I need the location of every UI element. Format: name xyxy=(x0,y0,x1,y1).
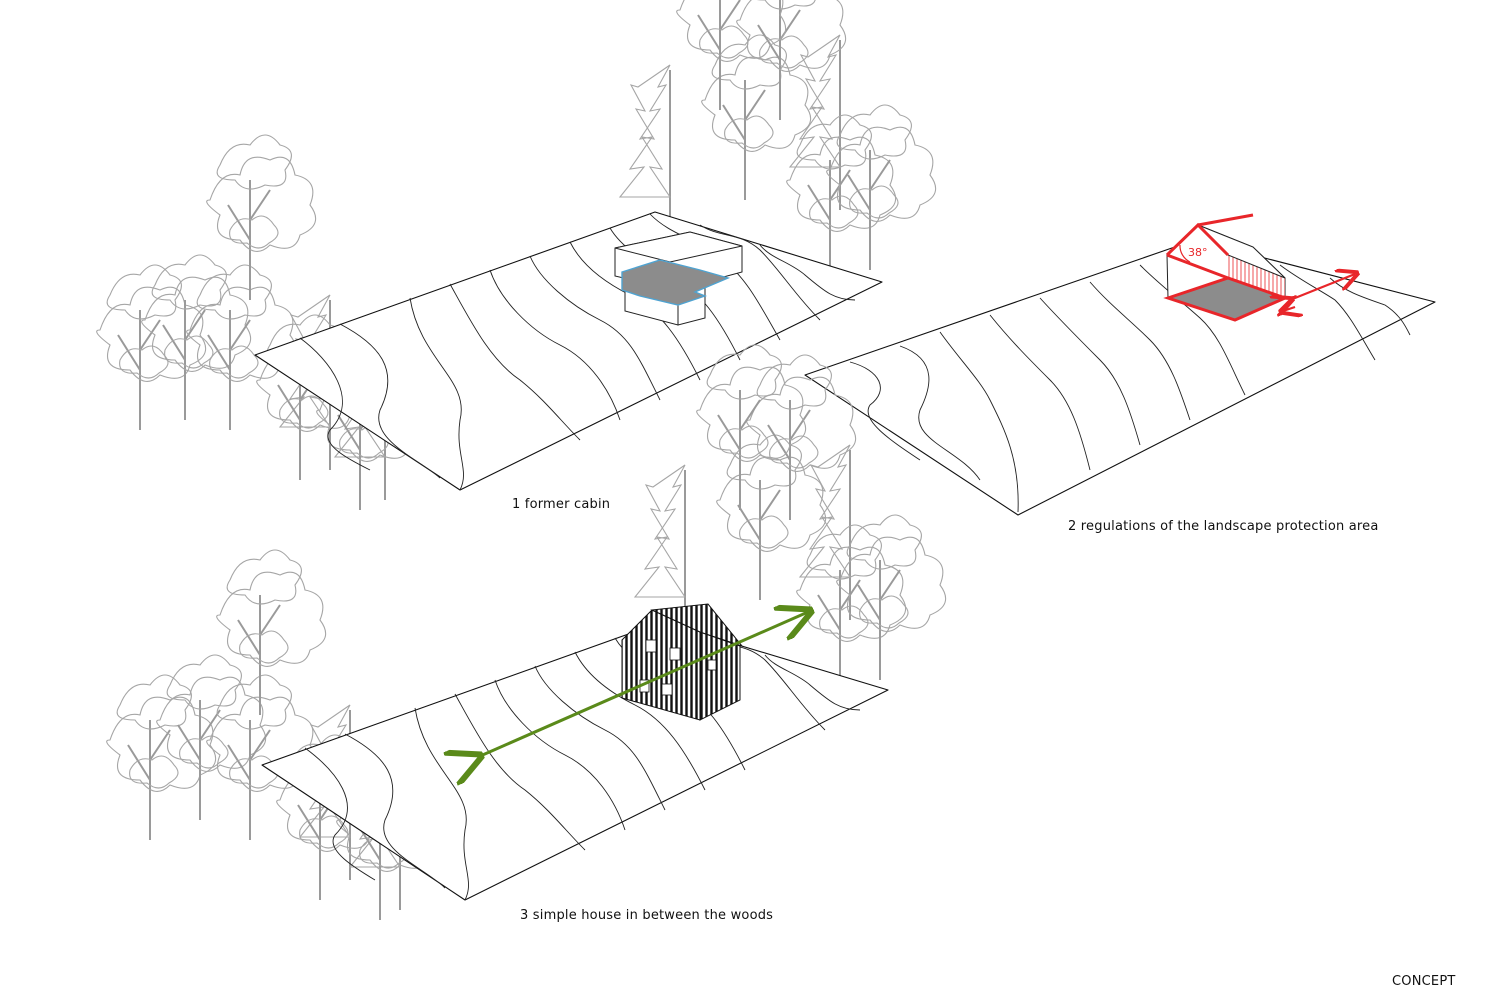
window-icon xyxy=(707,659,717,671)
footer-label: CONCEPT xyxy=(1392,974,1456,989)
tree-icon xyxy=(140,254,252,421)
tree-icon xyxy=(735,0,847,121)
tree-icon xyxy=(700,34,812,201)
tree-icon xyxy=(95,264,207,431)
cabin-icon xyxy=(614,231,743,326)
window-icon xyxy=(645,639,657,653)
roof-angle-label: 38° xyxy=(1188,246,1208,259)
tree-icon xyxy=(835,514,947,681)
window-icon xyxy=(661,683,673,696)
caption-panel-1: 1 former cabin xyxy=(512,497,611,512)
panel-2-regulations: 38° xyxy=(804,213,1436,516)
caption-panel-2: 2 regulations of the landscape protectio… xyxy=(1068,519,1379,534)
setback-arrow xyxy=(1283,307,1295,311)
window-icon xyxy=(669,647,681,661)
panel-1-terrain xyxy=(254,211,883,491)
former-footprint xyxy=(621,259,731,306)
double-arrow-icon xyxy=(478,612,808,757)
tree-icon xyxy=(795,524,907,691)
house-icon xyxy=(621,603,744,721)
tree-icon xyxy=(215,549,327,716)
tree-icon xyxy=(825,104,937,271)
caption-panel-3: 3 simple house in between the woods xyxy=(520,908,774,923)
terrain-plot xyxy=(254,211,883,491)
regulation-volume: 38° xyxy=(1163,213,1290,322)
panel-3-simple-house xyxy=(105,344,947,921)
tree-icon xyxy=(675,0,787,111)
terrain-plot xyxy=(804,239,1436,516)
tree-icon xyxy=(785,114,897,281)
panel-1-former-cabin xyxy=(95,0,937,511)
panel-2-terrain xyxy=(804,239,1436,516)
